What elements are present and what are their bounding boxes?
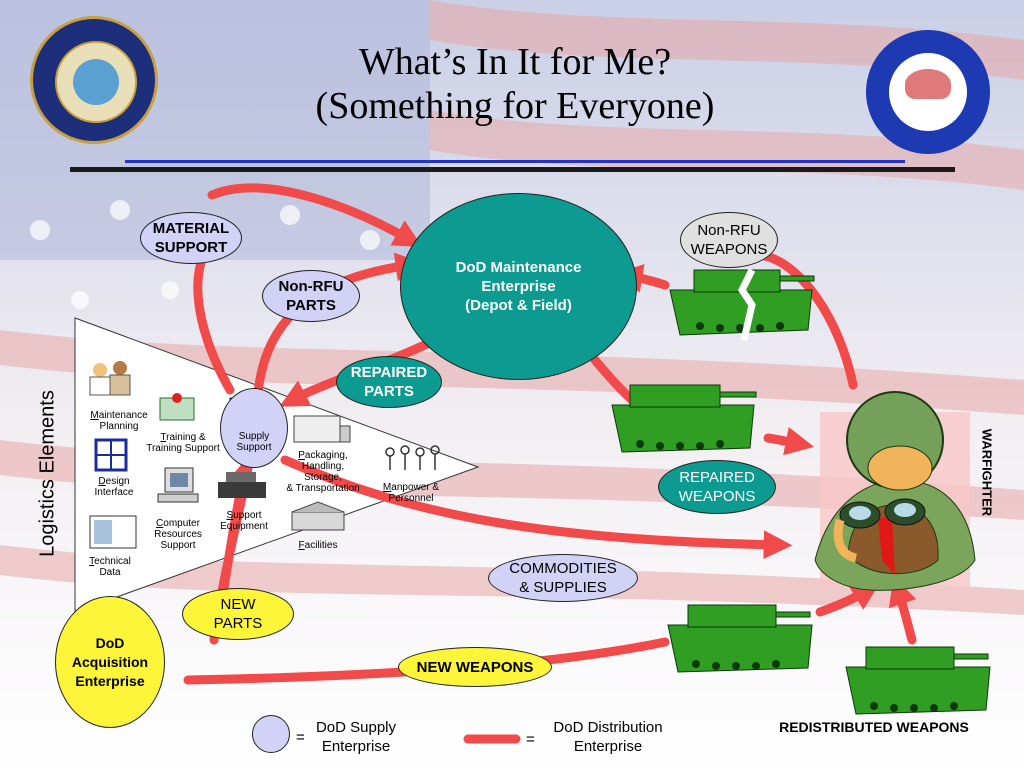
logistics-packaging: Packaging,Handling,Storage,& Transportat… — [286, 450, 360, 494]
maintenance-line-3: (Depot & Field) — [465, 297, 572, 314]
computer-icon — [157, 467, 199, 503]
title-rule — [70, 167, 955, 172]
logistics-elements-title: Logistics Elements — [36, 390, 59, 557]
warfighter-figure — [814, 391, 976, 591]
maintenance-line-1: DoD Maintenance — [455, 259, 582, 276]
arrow-tank-to-warfighter — [815, 582, 881, 617]
tank-non-rfu — [669, 268, 815, 341]
logistics-triangle — [74, 317, 480, 613]
dod-maintenance-seal-right — [866, 30, 990, 154]
dod-seal-left — [30, 16, 158, 144]
arrow-warfighter-to-nonrfu — [755, 250, 858, 390]
warfighter-label: WARFIGHTER — [979, 428, 995, 517]
arrow-redistributed-to-warfighter — [888, 576, 917, 645]
arrow-material-to-maintenance — [207, 183, 423, 248]
legend-supply-equals: = — [296, 729, 305, 746]
commodities-node: COMMODITIES& SUPPLIES — [488, 554, 638, 602]
truck-icon — [293, 415, 351, 443]
tank-new — [667, 604, 813, 673]
technical-data-icon — [89, 515, 137, 549]
design-icon — [94, 438, 128, 472]
page-title: What’s In It for Me? — [358, 41, 672, 83]
redistributed-weapons-label: REDISTRIBUTED WEAPONS — [779, 719, 969, 735]
support-equipment-icon — [218, 472, 266, 498]
new-weapons-node: NEW WEAPONS — [398, 647, 552, 687]
people-icon — [89, 361, 131, 396]
title-rule-blue — [125, 160, 905, 163]
arrow-supply-to-warfighter — [280, 455, 793, 560]
maintenance-line-2: Enterprise — [481, 278, 556, 295]
facilities-icon — [291, 501, 345, 531]
legend-supply-oval — [252, 715, 290, 753]
logistics-facilities: Facilities — [298, 540, 338, 551]
tank-repaired — [611, 384, 757, 453]
legend-distribution-equals: = — [526, 731, 535, 748]
training-icon — [159, 393, 195, 421]
tank-redistributed — [845, 646, 991, 715]
logistics-training: Training &Training Support — [146, 432, 220, 454]
page-subtitle: (Something for Everyone) — [315, 85, 715, 127]
personnel-icon — [385, 445, 440, 470]
logistics-manpower: Manpower &Personnel — [382, 482, 440, 504]
arrow-repaired-to-warfighter — [763, 427, 815, 456]
maintenance-enterprise-node: DoD Maintenance Enterprise (Depot & Fiel… — [400, 193, 637, 380]
